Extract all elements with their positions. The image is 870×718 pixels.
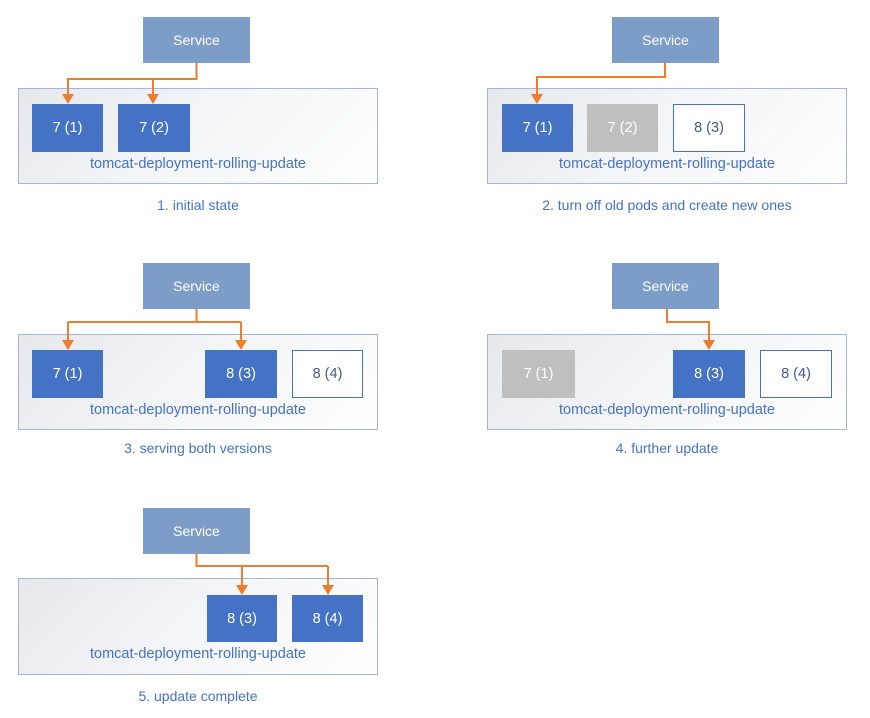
pod-box: 7 (2) (118, 104, 190, 152)
pod-box: 7 (1) (502, 104, 573, 152)
service-box: Service (143, 508, 250, 554)
pod-label: 7 (1) (52, 120, 83, 136)
service-label: Service (173, 278, 220, 294)
pod-label: 7 (2) (139, 120, 169, 136)
pod-box: 8 (3) (207, 595, 277, 642)
pod-box: 8 (4) (760, 350, 832, 398)
pod-box: 8 (4) (292, 350, 363, 398)
service-label: Service (173, 523, 220, 539)
service-box: Service (612, 263, 719, 309)
step-caption: 2. turn off old pods and create new ones (542, 197, 792, 213)
service-label: Service (642, 278, 689, 294)
step-caption: 5. update complete (138, 688, 258, 704)
pod-label: 7 (1) (52, 366, 83, 382)
step-caption: 4. further update (615, 440, 719, 456)
pod-box: 7 (1) (32, 350, 103, 398)
pod-box: 8 (3) (205, 350, 277, 398)
pod-label: 8 (3) (694, 366, 724, 382)
service-label: Service (642, 32, 689, 48)
service-box: Service (143, 17, 250, 63)
pod-box: 8 (4) (292, 595, 363, 642)
step-caption: 3. serving both versions (124, 440, 272, 456)
deployment-label: tomcat-deployment-rolling-update (90, 402, 306, 418)
pod-label: 7 (1) (523, 366, 554, 382)
pod-label: 8 (3) (694, 120, 724, 136)
pod-label: 8 (4) (312, 366, 343, 382)
pod-box: 7 (1) (502, 350, 575, 398)
pod-box: 8 (3) (673, 350, 745, 398)
deployment-label: tomcat-deployment-rolling-update (90, 156, 306, 172)
deployment-label: tomcat-deployment-rolling-update (559, 402, 775, 418)
step-caption: 1. initial state (157, 197, 239, 213)
pod-label: 8 (3) (226, 366, 256, 382)
pod-box: 7 (1) (32, 104, 103, 152)
pod-label: 8 (4) (781, 366, 811, 382)
deployment-label: tomcat-deployment-rolling-update (90, 646, 306, 662)
service-box: Service (143, 263, 250, 309)
deployment-label: tomcat-deployment-rolling-update (559, 156, 775, 172)
pod-box: 8 (3) (673, 104, 745, 152)
service-box: Service (612, 17, 719, 63)
pod-label: 8 (4) (312, 610, 343, 627)
pod-label: 8 (3) (227, 610, 257, 627)
pod-label: 7 (1) (522, 120, 553, 136)
pod-label: 7 (2) (607, 120, 638, 136)
service-label: Service (173, 32, 220, 48)
pod-box: 7 (2) (587, 104, 658, 152)
